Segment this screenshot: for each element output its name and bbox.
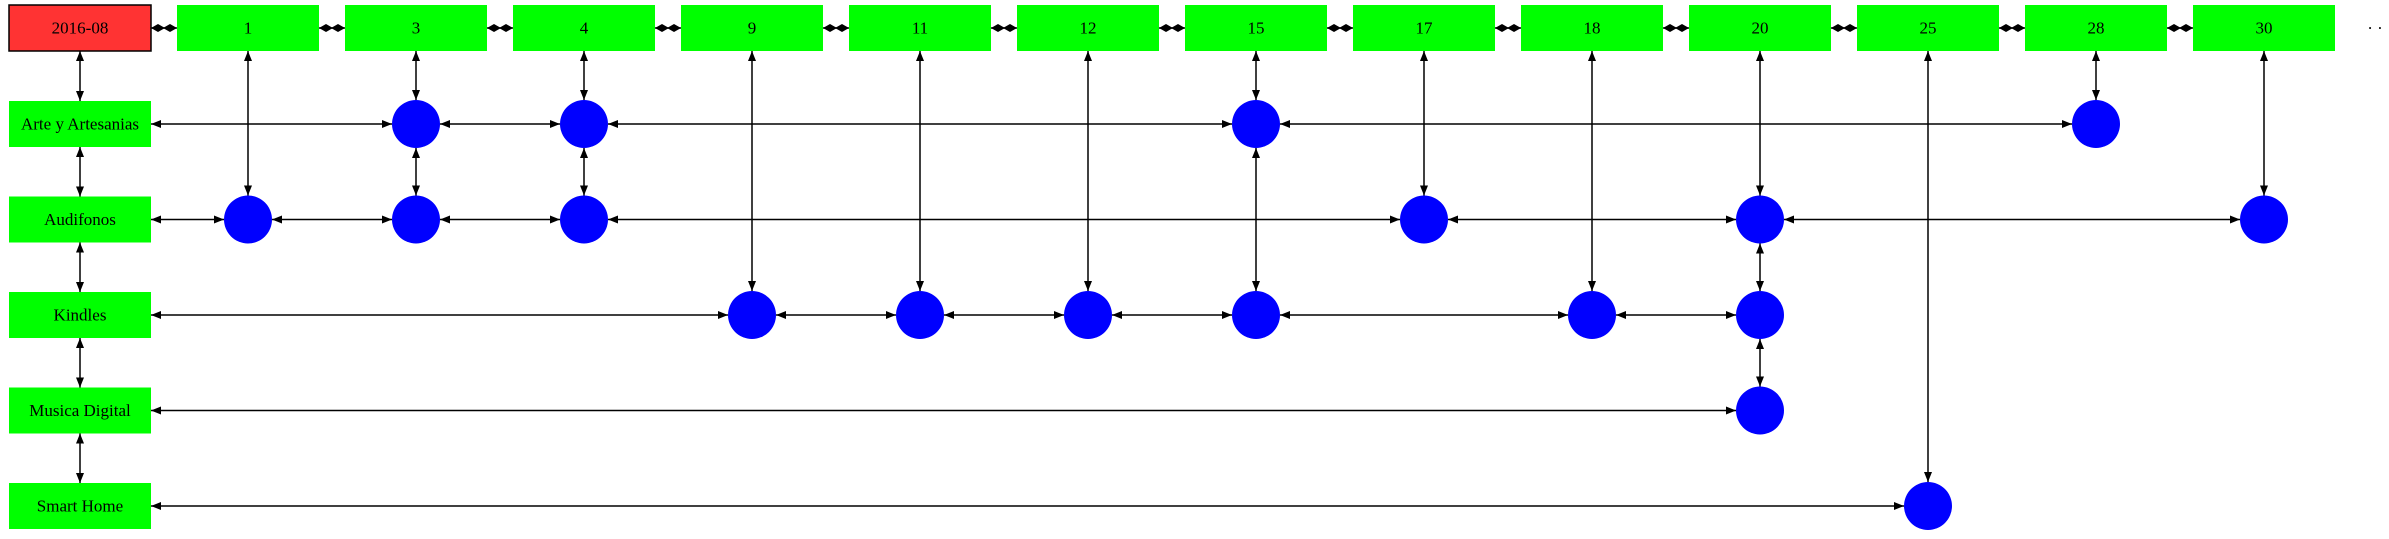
cell-node-arte-y-artesanias-4[interactable] bbox=[560, 100, 608, 148]
root-node[interactable]: 2016-08 bbox=[8, 4, 152, 52]
category-node-kindles[interactable]: Kindles bbox=[9, 292, 151, 338]
day-node-11-label: 11 bbox=[912, 19, 928, 38]
cell-node-smart-home-25[interactable] bbox=[1904, 482, 1952, 530]
day-node-25-label: 25 bbox=[1920, 19, 1937, 38]
day-node-12-box bbox=[1017, 5, 1159, 51]
day-node-1-label: 1 bbox=[244, 19, 253, 38]
category-node-smart-home-label: Smart Home bbox=[37, 497, 123, 516]
category-node-kindles-label: Kindles bbox=[54, 306, 107, 325]
cell-node-kindles-18[interactable] bbox=[1568, 291, 1616, 339]
day-node-30[interactable]: 30 bbox=[2193, 5, 2335, 51]
day-node-4-label: 4 bbox=[580, 19, 589, 38]
cell-node-kindles-20[interactable] bbox=[1736, 291, 1784, 339]
day-node-25-box bbox=[1857, 5, 1999, 51]
day-node-11[interactable]: 11 bbox=[849, 5, 991, 51]
day-node-1-box bbox=[177, 5, 319, 51]
day-node-28[interactable]: 28 bbox=[2025, 5, 2167, 51]
day-node-20-box bbox=[1689, 5, 1831, 51]
day-node-9-label: 9 bbox=[748, 19, 757, 38]
category-node-musica-digital-box bbox=[9, 387, 151, 434]
day-node-3-box bbox=[345, 5, 487, 51]
category-node-audifonos[interactable]: Audifonos bbox=[9, 196, 151, 243]
cell-node-audifonos-30[interactable] bbox=[2240, 195, 2288, 244]
day-node-15-box bbox=[1185, 5, 1327, 51]
day-node-1[interactable]: 1 bbox=[177, 5, 319, 51]
day-node-17[interactable]: 17 bbox=[1353, 5, 1495, 51]
day-node-30-box bbox=[2193, 5, 2335, 51]
category-node-musica-digital-label: Musica Digital bbox=[29, 401, 131, 420]
cell-node-kindles-12[interactable] bbox=[1064, 291, 1112, 339]
day-node-9[interactable]: 9 bbox=[681, 5, 823, 51]
cell-node-kindles-15[interactable] bbox=[1232, 291, 1280, 339]
category-node-arte-y-artesanias-box bbox=[9, 101, 151, 147]
root-node-label: 2016-08 bbox=[52, 19, 109, 38]
cell-node-audifonos-17[interactable] bbox=[1400, 195, 1448, 244]
day-node-4-box bbox=[513, 5, 655, 51]
day-node-20[interactable]: 20 bbox=[1689, 5, 1831, 51]
cell-node-audifonos-20[interactable] bbox=[1736, 195, 1784, 244]
day-node-11-box bbox=[849, 5, 991, 51]
day-node-18-label: 18 bbox=[1584, 19, 1601, 38]
category-node-arte-y-artesanias[interactable]: Arte y Artesanias bbox=[9, 101, 151, 147]
category-node-smart-home-box bbox=[9, 483, 151, 529]
day-node-15[interactable]: 15 bbox=[1185, 5, 1327, 51]
cell-node-kindles-9[interactable] bbox=[728, 291, 776, 339]
cell-node-kindles-11[interactable] bbox=[896, 291, 944, 339]
cell-node-arte-y-artesanias-28[interactable] bbox=[2072, 100, 2120, 148]
category-node-arte-y-artesanias-label: Arte y Artesanias bbox=[21, 115, 139, 134]
cell-node-audifonos-1[interactable] bbox=[224, 195, 272, 244]
cell-node-arte-y-artesanias-15[interactable] bbox=[1232, 100, 1280, 148]
cell-node-arte-y-artesanias-3[interactable] bbox=[392, 100, 440, 148]
day-node-9-box bbox=[681, 5, 823, 51]
category-node-musica-digital[interactable]: Musica Digital bbox=[9, 387, 151, 434]
day-node-20-label: 20 bbox=[1752, 19, 1769, 38]
category-node-smart-home[interactable]: Smart Home bbox=[9, 483, 151, 529]
day-node-17-box bbox=[1353, 5, 1495, 51]
day-node-12-label: 12 bbox=[1080, 19, 1097, 38]
day-node-30-label: 30 bbox=[2256, 19, 2273, 38]
day-node-12[interactable]: 12 bbox=[1017, 5, 1159, 51]
edges-layer bbox=[76, 24, 2268, 510]
cell-node-musica-digital-20[interactable] bbox=[1736, 386, 1784, 435]
category-node-kindles-box bbox=[9, 292, 151, 338]
day-node-4[interactable]: 4 bbox=[513, 5, 655, 51]
day-node-28-label: 28 bbox=[2088, 19, 2105, 38]
day-node-18[interactable]: 18 bbox=[1521, 5, 1663, 51]
category-node-audifonos-box bbox=[9, 196, 151, 243]
category-node-audifonos-label: Audifonos bbox=[44, 210, 116, 229]
day-node-25[interactable]: 25 bbox=[1857, 5, 1999, 51]
cell-node-audifonos-4[interactable] bbox=[560, 195, 608, 244]
day-node-28-box bbox=[2025, 5, 2167, 51]
day-node-15-label: 15 bbox=[1248, 19, 1265, 38]
day-node-18-box bbox=[1521, 5, 1663, 51]
cell-node-audifonos-3[interactable] bbox=[392, 195, 440, 244]
more-indicator: · · bbox=[2367, 19, 2383, 38]
day-node-17-label: 17 bbox=[1416, 19, 1434, 38]
day-node-3[interactable]: 3 bbox=[345, 5, 487, 51]
day-node-3-label: 3 bbox=[412, 19, 421, 38]
